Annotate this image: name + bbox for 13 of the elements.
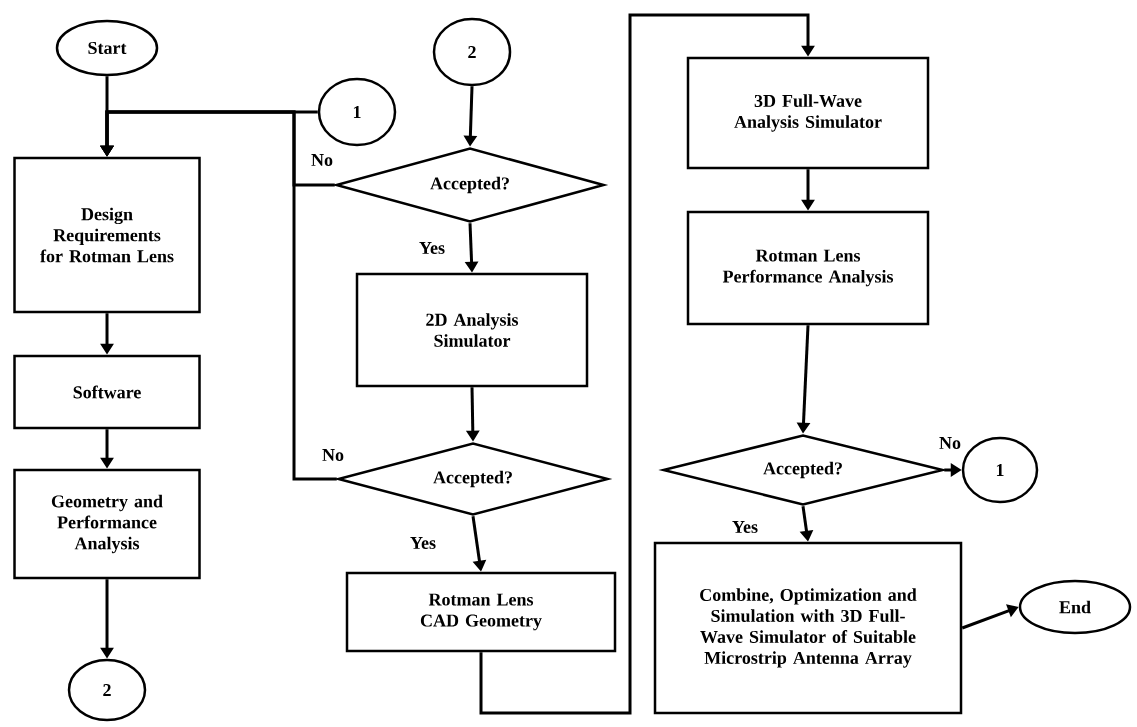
- edge-label: No: [310, 153, 334, 167]
- process-box: Design Requirements for Rotman Lens: [13, 156, 201, 314]
- process-box: 2D Analysis Simulator: [355, 272, 589, 388]
- process-box: Rotman Lens Performance Analysis: [686, 210, 930, 326]
- arrow: [479, 13, 815, 715]
- edge-label: Yes: [731, 520, 759, 534]
- process-box: 3D Full-Wave Analysis Simulator: [686, 56, 930, 170]
- process-box: Combine, Optimization and Simulation with 3D Full-Wave Simulator of Suitable Microstrip Antenna Array: [653, 541, 963, 715]
- edge-label: Yes: [418, 241, 446, 255]
- process-box: Software: [13, 354, 201, 430]
- edge-label: Yes: [409, 536, 437, 550]
- process-box: Rotman Lens CAD Geometry: [345, 571, 617, 653]
- process-box: Geometry and Performance Analysis: [13, 468, 201, 580]
